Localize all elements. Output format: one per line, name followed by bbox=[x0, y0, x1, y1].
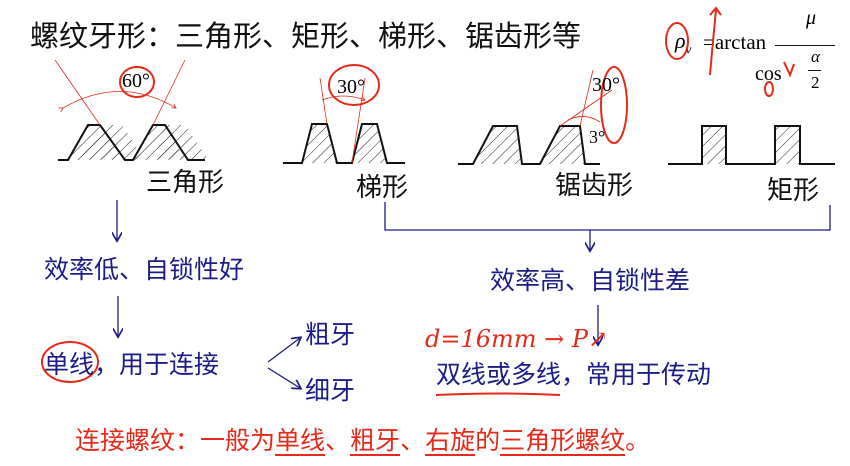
handwritten-annotation: d=16mm → P↗ bbox=[425, 325, 609, 353]
angle-label-sawtooth-3: 3° bbox=[589, 127, 606, 147]
trapezoid-thread-profile bbox=[283, 64, 405, 164]
angle-label-triangle: 60° bbox=[122, 70, 150, 92]
left-property: 效率低、自锁性好 bbox=[44, 255, 245, 284]
label-sawtooth: 锯齿形 bbox=[555, 171, 634, 201]
fine-thread: 细牙 bbox=[305, 376, 356, 405]
triangle-thread-profile bbox=[54, 59, 208, 161]
coarse-thread: 粗牙 bbox=[305, 320, 356, 349]
angle-label-sawtooth: 30° bbox=[592, 74, 620, 96]
formula-numerator: μ bbox=[806, 7, 817, 29]
right-usage: 双线或多线，常用于传动 bbox=[436, 360, 712, 389]
angle-label-trapezoid: 30° bbox=[337, 76, 365, 98]
sawtooth-thread-profile bbox=[458, 66, 628, 165]
slide-title: 螺纹牙形：三角形、矩形、梯形、锯齿形等 bbox=[30, 19, 582, 53]
formula-lhs: ρv bbox=[675, 28, 692, 57]
formula-alpha: α bbox=[811, 47, 820, 66]
formula-two: 2 bbox=[811, 73, 820, 92]
right-property: 效率高、自锁性差 bbox=[490, 266, 691, 295]
conclusion: 连接螺纹：一般为单线、粗牙、右旋的三角形螺纹。 bbox=[75, 426, 651, 455]
fraction-bar-small bbox=[808, 70, 821, 71]
left-usage: 单线，用于连接 bbox=[44, 350, 220, 379]
label-triangle: 三角形 bbox=[146, 168, 225, 198]
rectangle-thread-profile bbox=[668, 125, 835, 165]
label-rectangle: 矩形 bbox=[767, 176, 820, 206]
fraction-bar bbox=[775, 45, 835, 46]
label-trapezoid: 梯形 bbox=[356, 173, 409, 203]
formula-func: =arctan bbox=[703, 30, 767, 54]
formula-denominator: cos bbox=[755, 63, 782, 85]
